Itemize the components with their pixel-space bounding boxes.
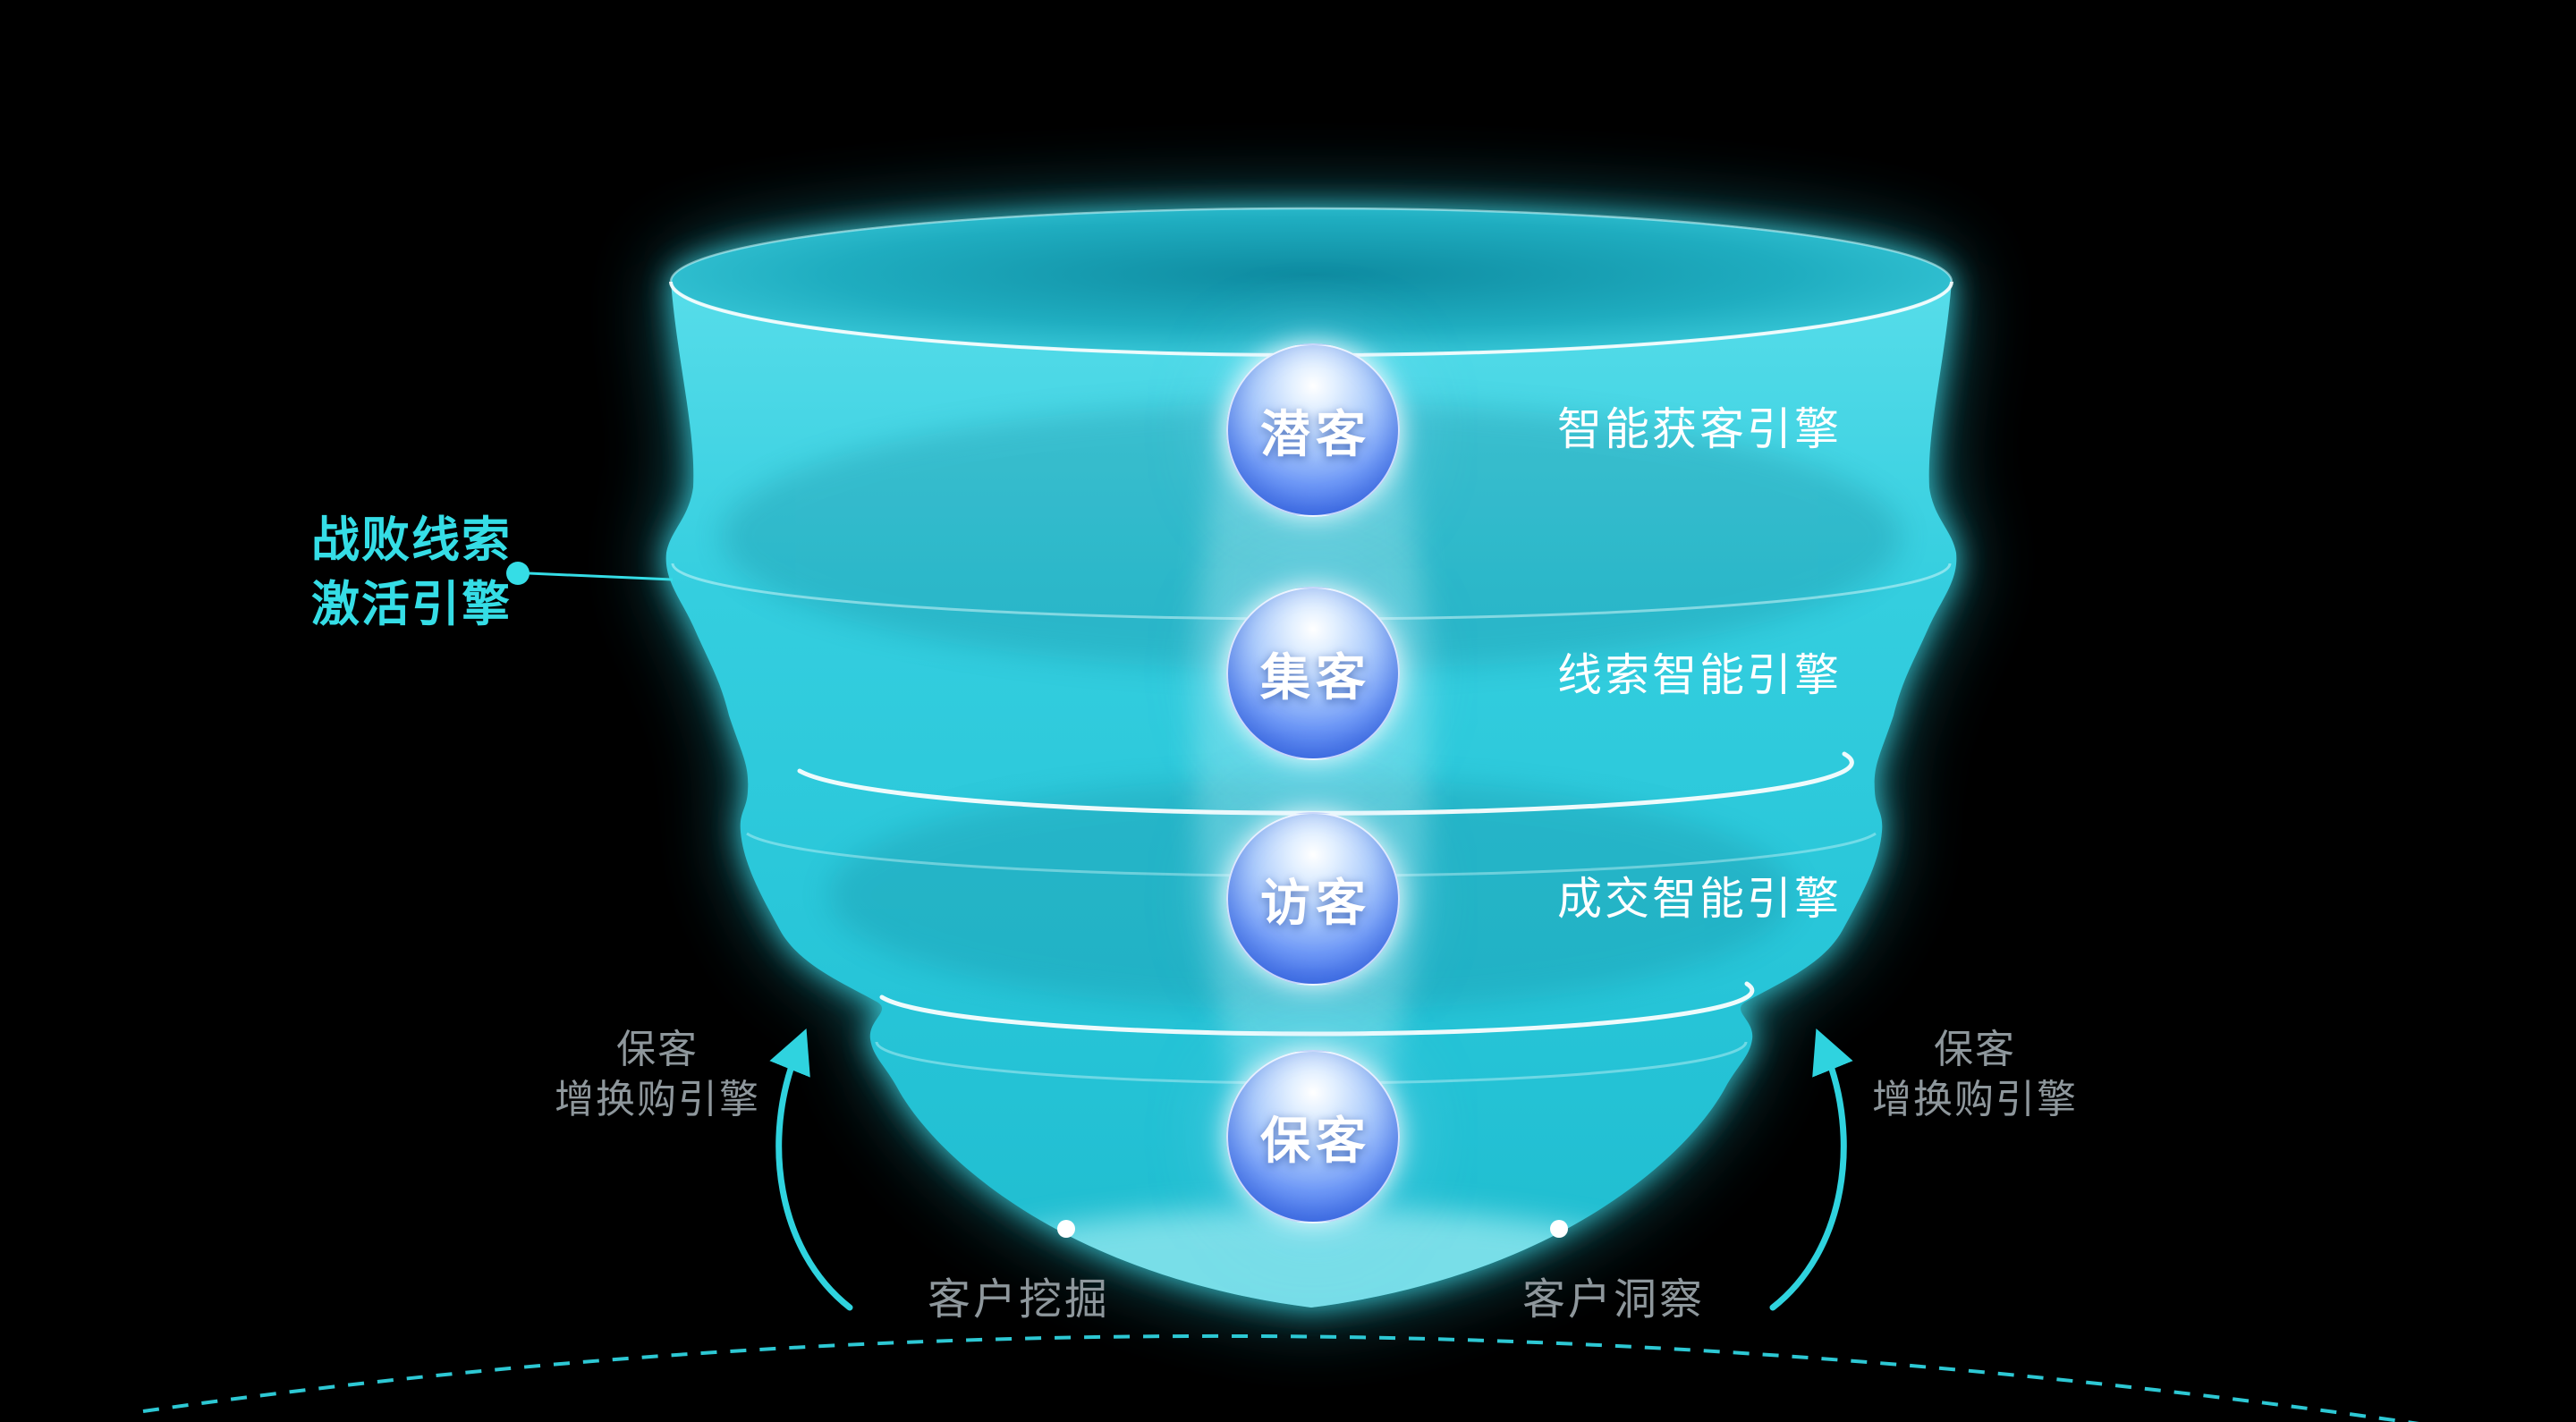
bottom-right-dot <box>1550 1220 1568 1238</box>
tier-separator-line-1 <box>797 751 1854 816</box>
retention-label-left: 保客 增换购引擎 <box>523 1025 792 1125</box>
retention-left-line2: 增换购引擎 <box>555 1077 760 1122</box>
stage-badge-retained: 保客 <box>1226 1050 1400 1223</box>
bottom-label-insight: 客户洞察 <box>1521 1274 1705 1325</box>
engine-label-deals: 成交智能引擎 <box>1557 873 1842 925</box>
left-upgrade-arrow <box>769 1028 853 1311</box>
retention-right-line1: 保客 <box>1934 1027 2016 1072</box>
stage-badge-leads: 集客 <box>1226 587 1400 760</box>
funnel-top-opening <box>671 208 1952 355</box>
right-upgrade-arrow <box>1769 1028 1853 1311</box>
tier-separator-line-2 <box>879 981 1755 1037</box>
stage-badge-prospects: 潜客 <box>1226 343 1400 517</box>
bottom-label-mining: 客户挖掘 <box>927 1274 1110 1325</box>
callout-connector-line <box>528 571 674 581</box>
lost-lead-callout-line2: 激活引擎 <box>311 576 512 632</box>
lost-lead-callout-line1: 战败线索 <box>311 512 512 568</box>
retention-left-line1: 保客 <box>616 1027 699 1072</box>
engine-label-leads: 线索智能引擎 <box>1557 649 1842 701</box>
stage-badge-visitors: 访客 <box>1226 812 1400 986</box>
bottom-left-dot <box>1057 1220 1075 1238</box>
retention-label-right: 保客 增换购引擎 <box>1841 1025 2109 1125</box>
engine-label-acquisition: 智能获客引擎 <box>1557 403 1842 455</box>
bottom-dashed-arc <box>142 1333 2419 1422</box>
retention-right-line2: 增换购引擎 <box>1872 1077 2078 1122</box>
lost-lead-callout: 战败线索 激活引擎 <box>268 508 555 637</box>
callout-dot <box>506 562 530 585</box>
